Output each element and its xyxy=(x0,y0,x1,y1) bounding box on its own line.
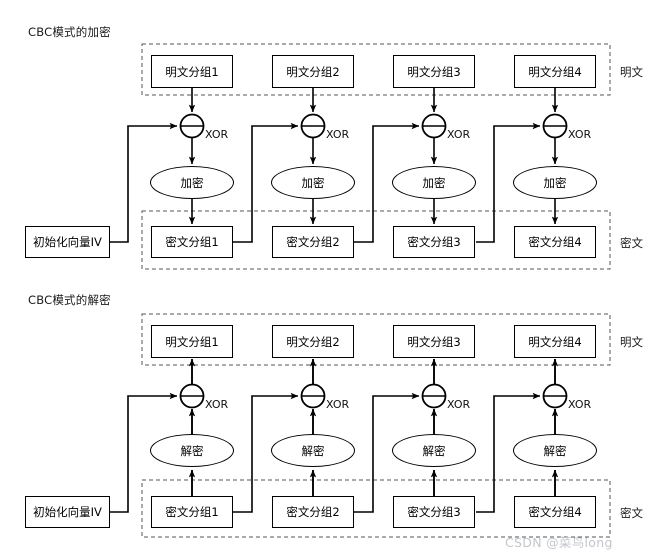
enc-xor-label-4: XOR xyxy=(568,128,592,141)
encryption-section-title: CBC模式的加密 xyxy=(28,25,111,39)
enc-plaintext-group-label: 明文 xyxy=(620,65,643,79)
dec-plaintext-group-label: 明文 xyxy=(620,335,643,349)
dec-plaintext-block-2[interactable]: 明文分组2 xyxy=(272,325,354,358)
dec-ciphertext-group-label: 密文 xyxy=(620,506,643,520)
enc-plaintext-block-2[interactable]: 明文分组2 xyxy=(272,55,354,88)
dec-plaintext-block-1[interactable]: 明文分组1 xyxy=(151,325,233,358)
enc-operation-1[interactable]: 加密 xyxy=(150,166,234,199)
dec-xor-label-3: XOR xyxy=(447,398,471,411)
enc-operation-2[interactable]: 加密 xyxy=(271,166,355,199)
dec-plaintext-block-4[interactable]: 明文分组4 xyxy=(514,325,596,358)
dec-xor-label-2: XOR xyxy=(326,398,350,411)
enc-ciphertext-block-4[interactable]: 密文分组4 xyxy=(514,226,596,258)
enc-plaintext-block-1[interactable]: 明文分组1 xyxy=(151,55,233,88)
enc-ciphertext-block-3[interactable]: 密文分组3 xyxy=(393,226,475,258)
dec-operation-1[interactable]: 解密 xyxy=(150,434,234,467)
dec-operation-2[interactable]: 解密 xyxy=(271,434,355,467)
enc-xor-label-1: XOR xyxy=(205,128,229,141)
dec-operation-4[interactable]: 解密 xyxy=(513,434,597,467)
enc-operation-4[interactable]: 加密 xyxy=(513,166,597,199)
dec-xor-label-1: XOR xyxy=(205,398,229,411)
dec-operation-3[interactable]: 解密 xyxy=(392,434,476,467)
watermark: CSDN @菜鸟long xyxy=(505,535,613,550)
enc-operation-3[interactable]: 加密 xyxy=(392,166,476,199)
enc-iv-box[interactable]: 初始化向量IV xyxy=(25,226,110,258)
dec-iv-box[interactable]: 初始化向量IV xyxy=(25,496,110,528)
enc-ciphertext-block-1[interactable]: 密文分组1 xyxy=(151,226,233,258)
dec-iv-feedback xyxy=(110,392,178,513)
dec-ciphertext-block-2[interactable]: 密文分组2 xyxy=(272,496,354,528)
enc-plaintext-block-4[interactable]: 明文分组4 xyxy=(514,55,596,88)
dec-plaintext-group-box xyxy=(141,313,611,366)
enc-plaintext-block-3[interactable]: 明文分组3 xyxy=(393,55,475,88)
enc-xor-label-3: XOR xyxy=(447,128,471,141)
dec-xor-label-4: XOR xyxy=(568,398,592,411)
enc-iv-feedback xyxy=(110,122,178,243)
dec-plaintext-block-3[interactable]: 明文分组3 xyxy=(393,325,475,358)
enc-plaintext-group-box xyxy=(141,43,611,96)
enc-xor-label-2: XOR xyxy=(326,128,350,141)
decryption-section-title: CBC模式的解密 xyxy=(28,293,111,307)
enc-ciphertext-group-label: 密文 xyxy=(620,236,643,250)
dec-ciphertext-block-4[interactable]: 密文分组4 xyxy=(514,496,596,528)
dec-ciphertext-block-3[interactable]: 密文分组3 xyxy=(393,496,475,528)
dec-ciphertext-group-box xyxy=(141,479,611,538)
enc-ciphertext-group-box xyxy=(141,210,611,270)
enc-ciphertext-block-2[interactable]: 密文分组2 xyxy=(272,226,354,258)
dec-ciphertext-block-1[interactable]: 密文分组1 xyxy=(151,496,233,528)
